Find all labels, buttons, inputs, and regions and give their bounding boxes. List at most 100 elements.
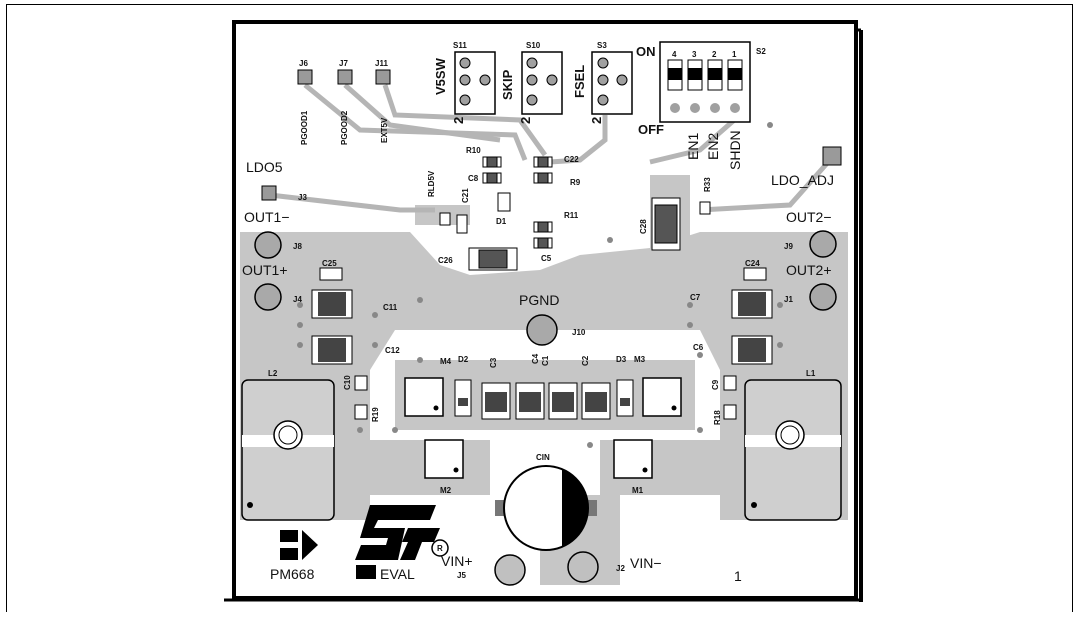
refdes-d1: D1 xyxy=(496,217,507,226)
board-suffix: EVAL xyxy=(380,566,415,582)
test-points xyxy=(261,69,842,201)
label-ldo5: LDO5 xyxy=(246,159,283,175)
refdes-r18: R18 xyxy=(713,410,722,425)
jumper-s10[interactable] xyxy=(521,51,563,115)
refdes-c5: C5 xyxy=(541,254,552,263)
board-logo-mark xyxy=(280,530,318,560)
label-ldo-adj: LDO_ADJ xyxy=(771,172,834,188)
refdes-c4: C4 xyxy=(531,353,540,364)
connector-pads xyxy=(254,230,837,586)
refdes-c11: C11 xyxy=(383,303,398,312)
dip-pin-2: 2 xyxy=(712,50,717,59)
label-out2-plus: OUT2+ xyxy=(786,262,832,278)
label-pgood2: PGOOD2 xyxy=(340,110,349,145)
jumper-s3[interactable] xyxy=(591,51,633,115)
label-ext5v: EXT5V xyxy=(380,117,389,143)
vias xyxy=(297,122,783,448)
refdes-s11: S11 xyxy=(453,41,467,50)
refdes-c7: C7 xyxy=(690,293,701,302)
refdes-j8: J8 xyxy=(293,242,302,251)
refdes-r33: R33 xyxy=(703,177,712,192)
mosfets xyxy=(404,377,682,479)
refdes-m2: M2 xyxy=(440,486,452,495)
refdes-cin: CIN xyxy=(536,453,550,462)
refdes-m3: M3 xyxy=(634,355,646,364)
refdes-c24: C24 xyxy=(745,259,760,268)
refdes-c21: C21 xyxy=(461,188,470,203)
refdes-c9: C9 xyxy=(711,379,720,390)
refdes-l2: L2 xyxy=(268,369,278,378)
label-out1-minus: OUT1− xyxy=(244,209,290,225)
registered-mark: R xyxy=(437,544,443,553)
refdes-c22: C22 xyxy=(564,155,579,164)
label-out2-minus: OUT2− xyxy=(786,209,832,225)
electrolytic-cin xyxy=(495,465,597,551)
refdes-l1: L1 xyxy=(806,369,816,378)
labels: J6 J7 J11 S11 S10 S3 S2 PGOOD1 PGOOD2 EX… xyxy=(242,41,834,584)
refdes-j7: J7 xyxy=(339,59,348,68)
small-resistors xyxy=(354,375,737,420)
refdes-c8a: C8 xyxy=(468,174,479,183)
refdes-j9: J9 xyxy=(784,242,793,251)
refdes-j4: J4 xyxy=(293,295,302,304)
output-capacitors xyxy=(311,267,773,365)
label-vin-minus: VIN− xyxy=(630,555,662,571)
st-logo xyxy=(355,505,449,560)
traces xyxy=(269,83,832,213)
dip-switch-s2[interactable] xyxy=(659,41,751,123)
refdes-c2: C2 xyxy=(581,355,590,366)
label-vin-plus: VIN+ xyxy=(441,553,473,569)
label-en1: EN1 xyxy=(685,133,701,160)
label-v5sw: V5SW xyxy=(433,57,448,95)
refdes-r11: R11 xyxy=(564,211,579,220)
refdes-j11: J11 xyxy=(375,59,388,68)
refdes-j1: J1 xyxy=(784,295,793,304)
refdes-r10: R10 xyxy=(466,146,481,155)
refdes-c25: C25 xyxy=(322,259,337,268)
label-shdn: SHDN xyxy=(727,130,743,170)
refdes-c28: C28 xyxy=(639,219,648,234)
refdes-d2: D2 xyxy=(458,355,469,364)
dip-pin-1: 1 xyxy=(732,50,737,59)
label-skip: SKIP xyxy=(500,69,515,100)
refdes-r19: R19 xyxy=(371,407,380,422)
refdes-c12: C12 xyxy=(385,346,400,355)
dip-pin-3: 3 xyxy=(692,50,697,59)
refdes-rld5v: RLD5V xyxy=(427,170,436,197)
refdes-j6: J6 xyxy=(299,59,308,68)
inductor-l2 xyxy=(241,379,335,521)
board-id-block xyxy=(356,565,376,579)
figure-frame xyxy=(6,4,1073,612)
refdes-s2: S2 xyxy=(756,47,766,56)
label-fsel: FSEL xyxy=(572,65,587,98)
jumper-pin-s10: 2 xyxy=(518,117,533,124)
refdes-c1: C1 xyxy=(541,355,550,366)
inductor-l1 xyxy=(744,379,842,521)
dip-pin-4: 4 xyxy=(672,50,677,59)
label-en2: EN2 xyxy=(705,133,721,160)
refdes-c3: C3 xyxy=(489,357,498,368)
jumper-pin-s3: 2 xyxy=(589,117,604,124)
refdes-s10: S10 xyxy=(526,41,541,50)
label-pgnd: PGND xyxy=(519,292,559,308)
refdes-r9: R9 xyxy=(570,178,581,187)
refdes-d3: D3 xyxy=(616,355,627,364)
board-name: PM668 xyxy=(270,566,315,582)
small-smd-parts xyxy=(439,156,711,271)
refdes-c10: C10 xyxy=(343,375,352,390)
jumper-pin-s11: 2 xyxy=(451,117,466,124)
refdes-c6: C6 xyxy=(693,343,704,352)
label-off: OFF xyxy=(638,122,664,137)
refdes-j5: J5 xyxy=(457,571,466,580)
refdes-j10: J10 xyxy=(572,328,586,337)
board-revision: 1 xyxy=(734,568,742,584)
label-on: ON xyxy=(636,44,656,59)
refdes-j2: J2 xyxy=(616,564,625,573)
refdes-s3: S3 xyxy=(597,41,607,50)
label-pgood1: PGOOD1 xyxy=(300,110,309,145)
input-capacitor-row xyxy=(454,379,634,420)
refdes-m4: M4 xyxy=(440,357,452,366)
label-out1-plus: OUT1+ xyxy=(242,262,288,278)
jumper-s11[interactable] xyxy=(454,51,496,115)
